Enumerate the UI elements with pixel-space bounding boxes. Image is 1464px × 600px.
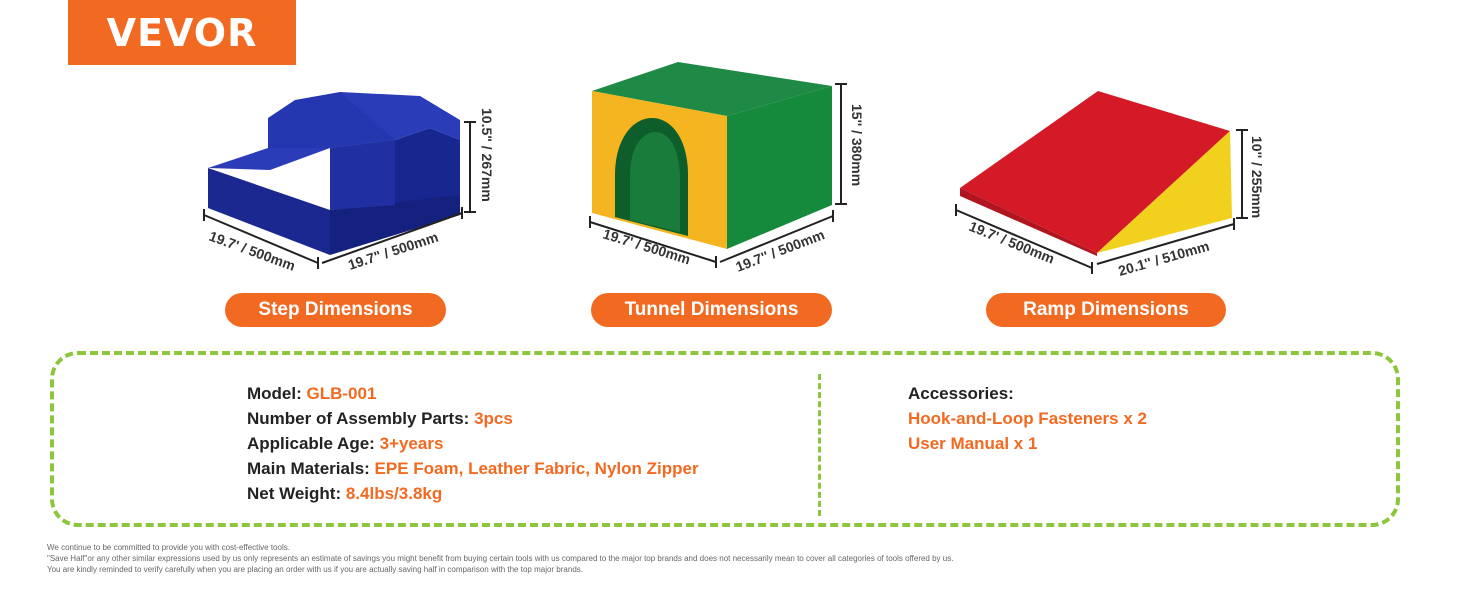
parts-label: Number of Assembly Parts:	[247, 409, 470, 428]
step-illustration: 19.7' / 500mm 19.7" / 500mm 10.5" / 267m…	[203, 92, 495, 274]
specifications-panel	[50, 351, 1400, 527]
parts-value: 3pcs	[474, 409, 513, 428]
materials-value: EPE Foam, Leather Fabric, Nylon Zipper	[374, 459, 699, 478]
disclaimer: We continue to be committed to provide y…	[47, 542, 953, 575]
age-value: 3+years	[379, 434, 444, 453]
tunnel-dim-height: 15'' / 380mm	[849, 104, 865, 186]
accessory-item: Hook-and-Loop Fasteners x 2	[908, 409, 1147, 428]
weight-row: Net Weight: 8.4lbs/3.8kg	[247, 481, 699, 506]
model-label: Model:	[247, 384, 302, 403]
step-dim-height: 10.5" / 267mm	[479, 108, 495, 202]
tunnel-dimensions-label: Tunnel Dimensions	[591, 293, 832, 327]
spec-divider	[818, 374, 821, 516]
age-row: Applicable Age: 3+years	[247, 431, 699, 456]
weight-label: Net Weight:	[247, 484, 342, 503]
model-row: Model: GLB-001	[247, 381, 699, 406]
tunnel-product: 19.7' / 500mm 19.7'' / 500mm 15'' / 380m…	[0, 0, 900, 290]
ramp-illustration: 19.7' / 500mm 20.1'' / 510mm 10'' / 255m…	[955, 91, 1265, 279]
disclaimer-line: We continue to be committed to provide y…	[47, 543, 290, 552]
weight-value: 8.4lbs/3.8kg	[345, 484, 443, 503]
disclaimer-line: You are kindly reminded to verify carefu…	[47, 565, 583, 574]
materials-row: Main Materials: EPE Foam, Leather Fabric…	[247, 456, 699, 481]
step-product: 19.7' / 500mm 19.7" / 500mm 10.5" / 267m…	[0, 0, 520, 290]
materials-label: Main Materials:	[247, 459, 370, 478]
spec-details: Model: GLB-001 Number of Assembly Parts:…	[247, 381, 699, 506]
ramp-dimensions-label: Ramp Dimensions	[986, 293, 1226, 327]
logo-text: VEVOR	[106, 10, 258, 55]
age-label: Applicable Age:	[247, 434, 375, 453]
step-dimensions-label: Step Dimensions	[225, 293, 446, 327]
accessories-title: Accessories:	[908, 384, 1014, 403]
vevor-logo: VEVOR	[68, 0, 296, 65]
ramp-dim-height: 10'' / 255mm	[1249, 136, 1265, 218]
ramp-product: 19.7' / 500mm 20.1'' / 510mm 10'' / 255m…	[0, 0, 1300, 290]
model-value: GLB-001	[306, 384, 377, 403]
disclaimer-line: "Save Half"or any other similar expressi…	[47, 554, 954, 563]
accessories: Accessories: Hook-and-Loop Fasteners x 2…	[908, 381, 1147, 456]
parts-row: Number of Assembly Parts: 3pcs	[247, 406, 699, 431]
tunnel-illustration: 19.7' / 500mm 19.7'' / 500mm 15'' / 380m…	[589, 62, 865, 275]
accessory-item: User Manual x 1	[908, 434, 1038, 453]
